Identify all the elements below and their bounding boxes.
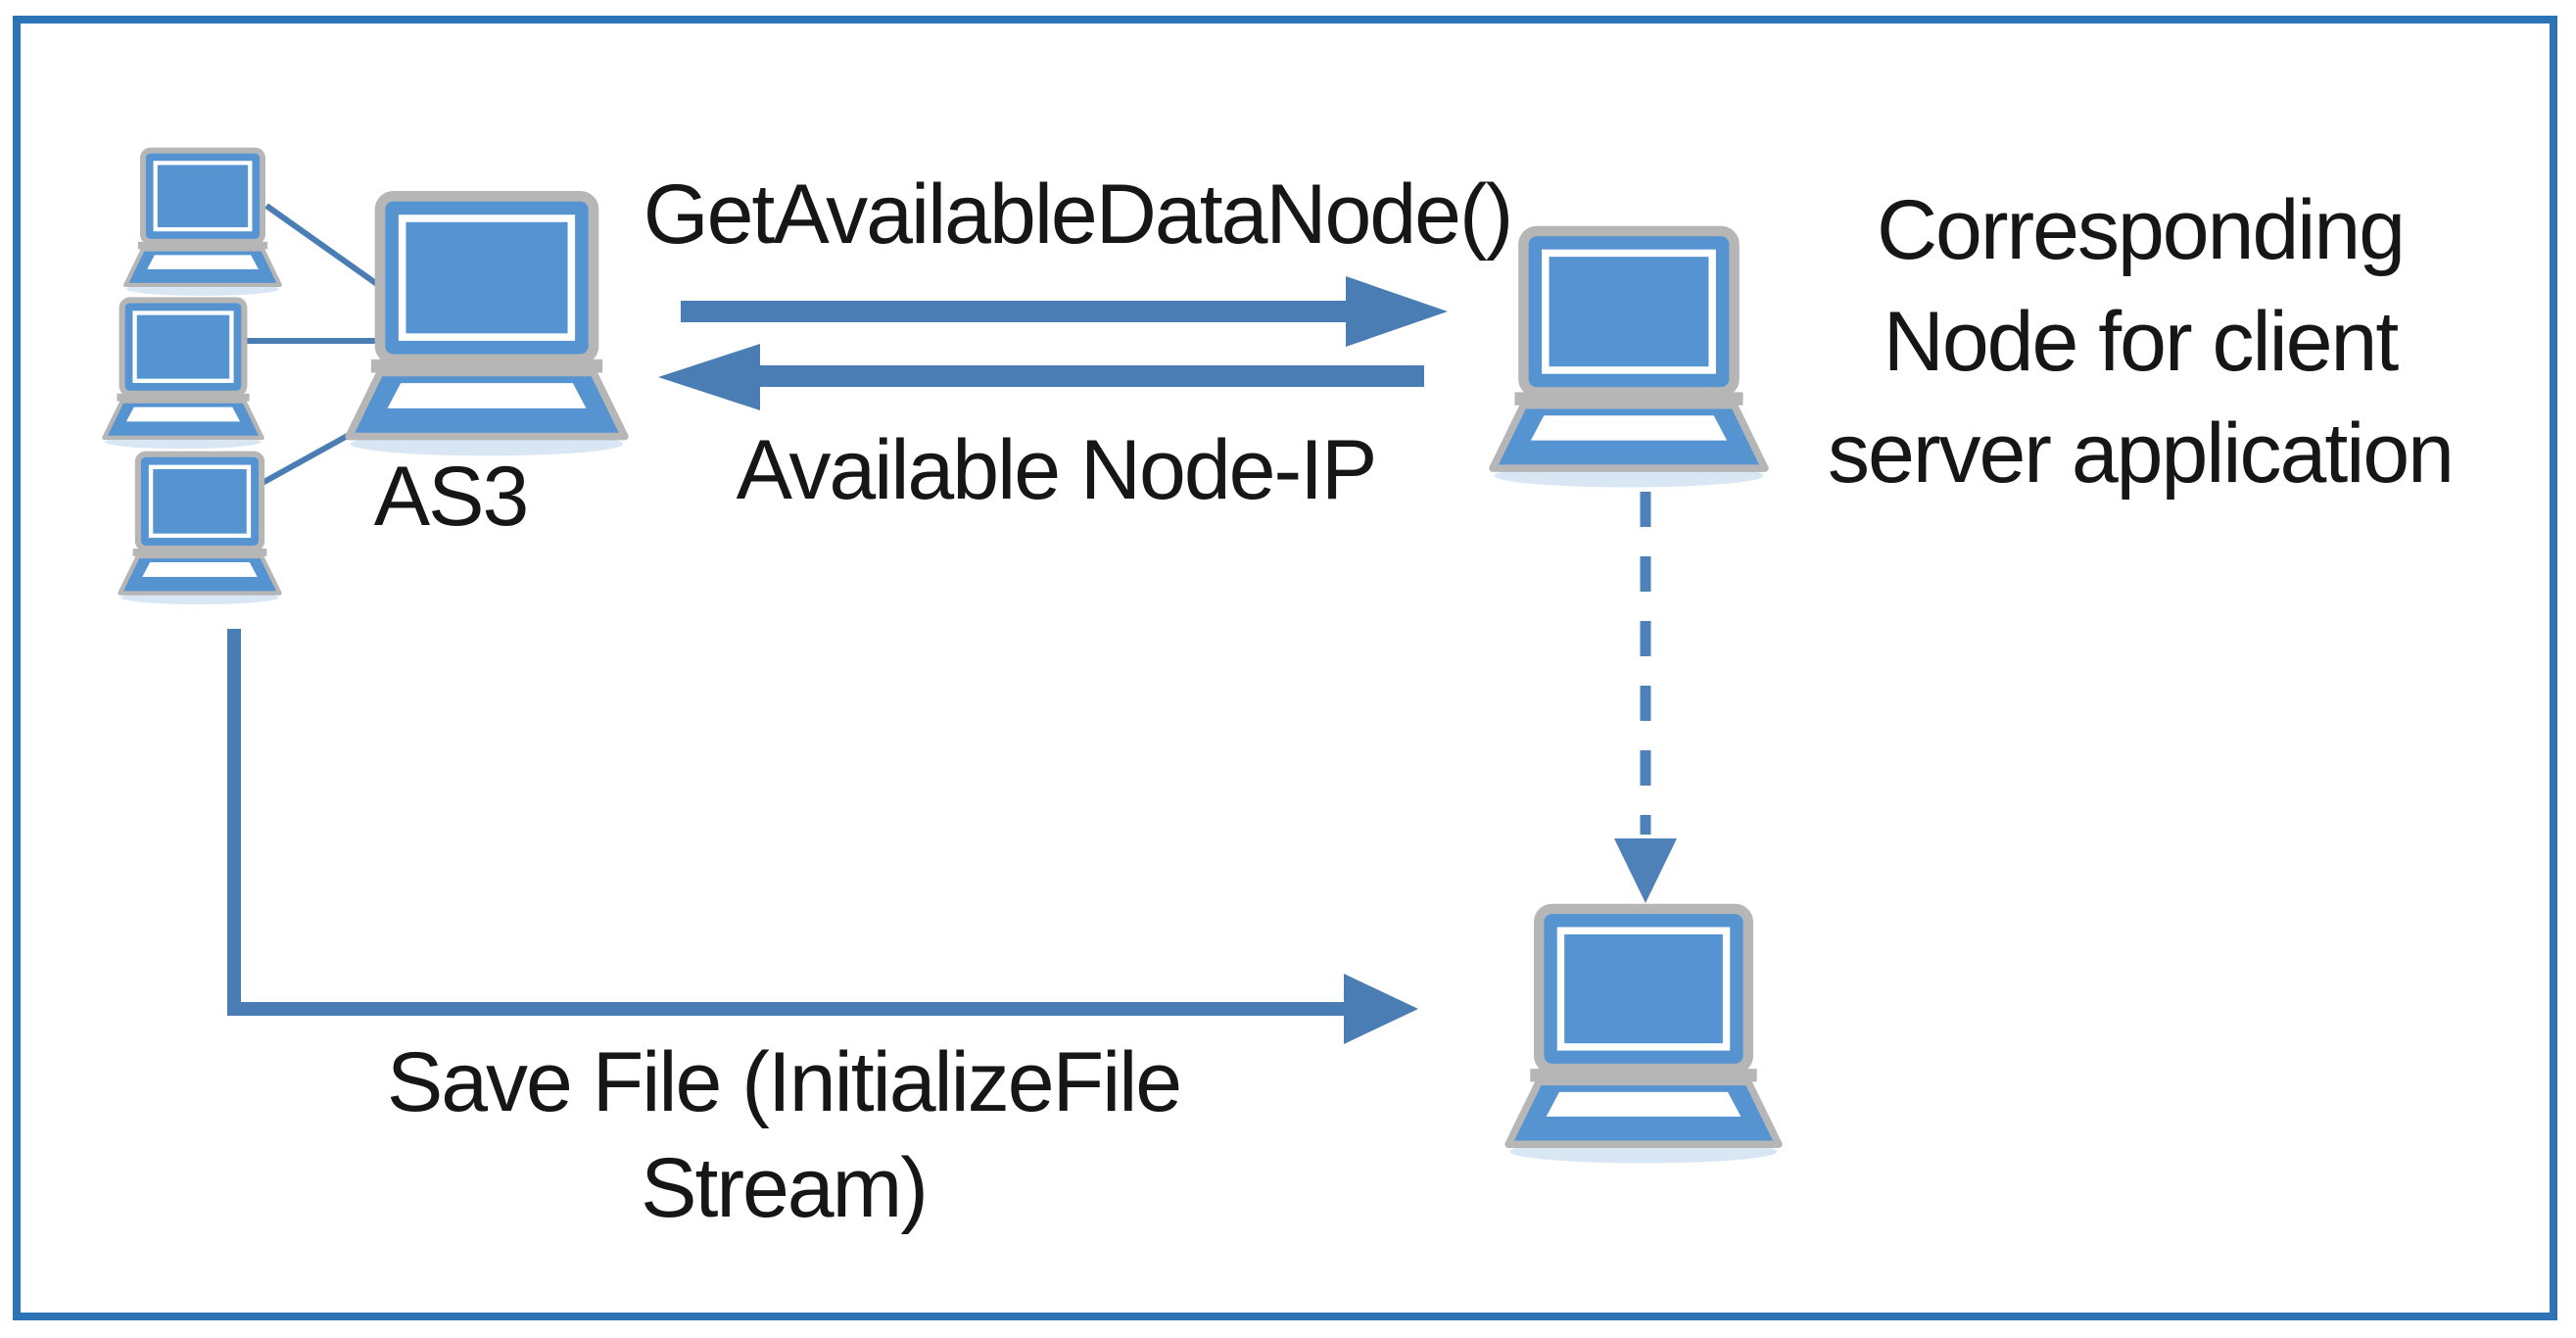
request-arrow <box>681 276 1448 347</box>
corresponding-node-label: Corresponding Node for client server app… <box>1827 183 2455 501</box>
response-label: Available Node-IP <box>736 423 1378 517</box>
save-file-arrow-head <box>1344 974 1418 1044</box>
diagram-border <box>13 16 2557 1320</box>
response-arrow <box>658 344 1424 410</box>
data-node-laptop-icon <box>1508 909 1779 1164</box>
client-laptop-1-icon <box>125 151 280 296</box>
as3-node-label: AS3 <box>373 450 530 544</box>
client-laptop-2-icon <box>104 300 262 449</box>
request-label: GetAvailableDataNode() <box>643 167 1514 262</box>
assignment-dashed-arrow-head <box>1614 838 1677 903</box>
save-file-arrow-shaft <box>227 629 1344 1016</box>
save-file-label: Save File (InitializeFile Stream) <box>386 1035 1182 1235</box>
